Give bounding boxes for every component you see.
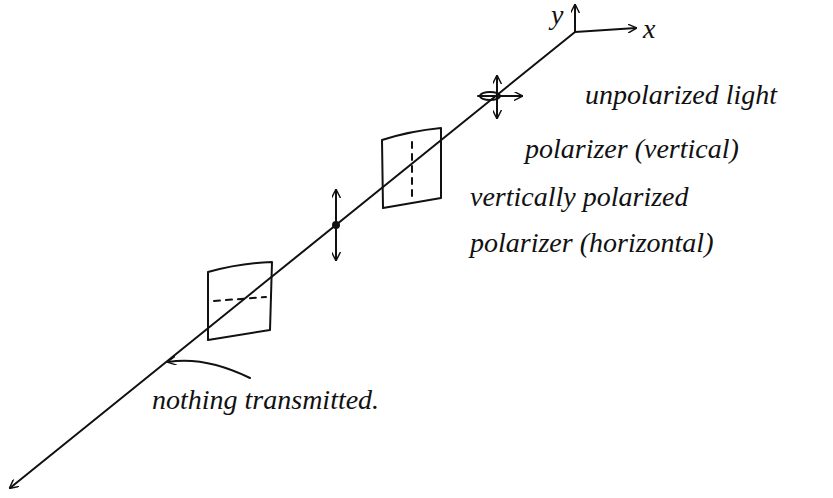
annotation: polarizer (horizontal) (470, 228, 713, 257)
annotation: unpolarized light (585, 80, 777, 109)
field-dot (333, 222, 339, 228)
transmission-axis (214, 297, 266, 301)
annotation: nothing transmitted. (152, 385, 379, 414)
axis-label: y (551, 0, 563, 29)
leader-arrow (168, 361, 250, 378)
polarizer-sheet (208, 262, 272, 340)
polarizer-sheet (382, 128, 441, 208)
y-axis (574, 5, 576, 32)
transmission-axis (411, 142, 413, 198)
x-axis (575, 28, 636, 32)
annotation: vertically polarized (470, 182, 689, 211)
annotation: polarizer (vertical) (525, 134, 739, 163)
field-loop (480, 92, 500, 100)
propagation-axis (10, 32, 575, 488)
axis-label: x (643, 14, 655, 43)
